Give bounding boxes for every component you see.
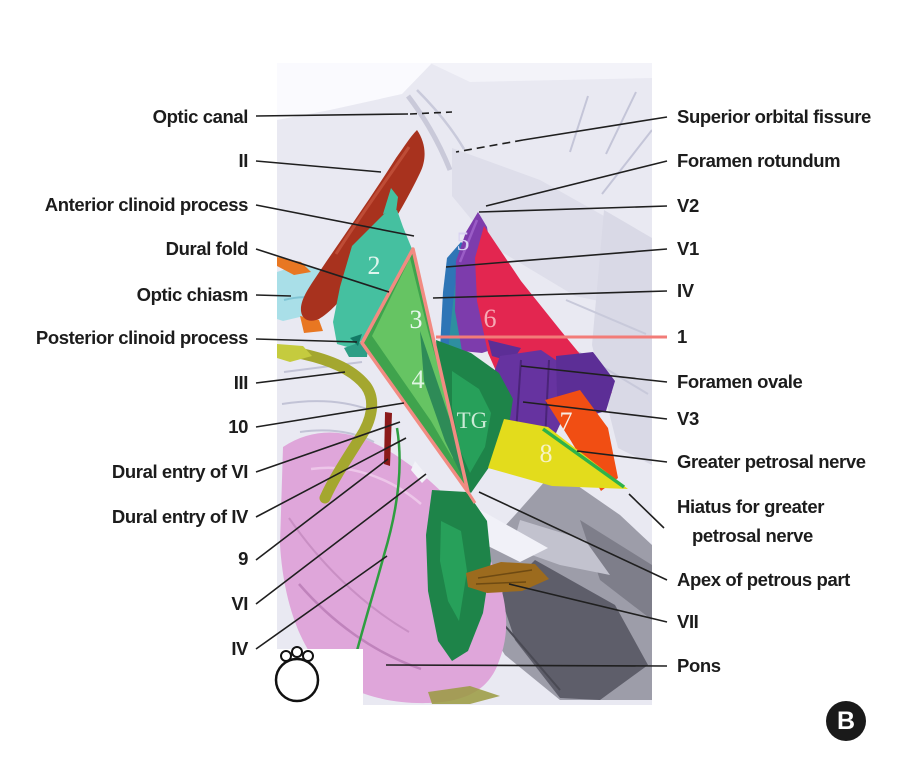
label-dural-entry-of-iv: Dural entry of IV (111, 506, 248, 527)
anatomy-illustration (277, 63, 652, 705)
marker-2: 2 (368, 251, 381, 280)
posterior-clinoid-sliver (277, 344, 312, 362)
label-vii: VII (677, 611, 699, 632)
marker-4: 4 (412, 365, 425, 394)
greater-petrosal-nerve-line (541, 427, 626, 489)
label-dural-entry-of-vi: Dural entry of VI (111, 461, 248, 482)
label-optic-chiasm: Optic chiasm (136, 284, 249, 305)
nerve-vii-shape (466, 562, 549, 593)
dural-fold-triangle (360, 247, 477, 504)
bottom-olive-sliver (428, 686, 500, 704)
label-apex-of-petrous-part: Apex of petrous part (677, 569, 850, 590)
nerve-iii-shape (287, 346, 378, 504)
label-1: 1 (677, 326, 687, 347)
panel-label-badge: B (826, 701, 866, 741)
leader-lines (255, 111, 668, 667)
label-posterior-clinoid-process: Posterior clinoid process (35, 327, 248, 348)
label-v2: V2 (677, 195, 699, 216)
label-iii: III (233, 372, 249, 393)
label-iv-left: IV (231, 638, 248, 659)
label-superior-orbital-fissure: Superior orbital fissure (677, 106, 871, 127)
figure-markers: 2 3 4 5 6 7 8 TG (368, 227, 573, 468)
label-line-2: petrosal nerve (692, 525, 813, 546)
label-hiatus-greater-petrosal-nerve: Hiatus for greater petrosal nerve (677, 492, 824, 550)
label-anterior-clinoid-process: Anterior clinoid process (44, 194, 249, 215)
nerve-iv-green-line (351, 427, 401, 667)
label-pons: Pons (677, 655, 721, 676)
marker-3: 3 (410, 305, 423, 334)
white-sliver (411, 461, 428, 483)
label-v3: V3 (677, 408, 699, 429)
orange-sliver-lower (300, 316, 323, 333)
label-10: 10 (228, 416, 248, 437)
label-iv-right: IV (677, 280, 694, 301)
region8-shape (488, 419, 628, 489)
region5-highlight (458, 219, 479, 263)
label-greater-petrosal-nerve: Greater petrosal nerve (677, 451, 866, 472)
marker-5: 5 (457, 227, 470, 256)
marker-tg: TG (457, 408, 488, 433)
orange-sliver-upper (277, 257, 311, 275)
label-optic-canal: Optic canal (152, 106, 249, 127)
marker-8: 8 (540, 439, 553, 468)
label-dural-fold: Dural fold (165, 238, 249, 259)
label-line-1: Hiatus for greater (677, 496, 825, 517)
marker-6: 6 (484, 304, 497, 333)
head-orientation-icon (274, 646, 320, 703)
label-9: 9 (238, 548, 248, 569)
marker-7: 7 (560, 407, 573, 436)
label-foramen-rotundum: Foramen rotundum (677, 150, 841, 171)
label-vi: VI (231, 593, 248, 614)
label-ii: II (238, 150, 249, 171)
label-v1: V1 (677, 238, 699, 259)
label-foramen-ovale: Foramen ovale (677, 371, 803, 392)
region7-shape (545, 390, 618, 491)
panel-label-text: B (836, 706, 856, 735)
